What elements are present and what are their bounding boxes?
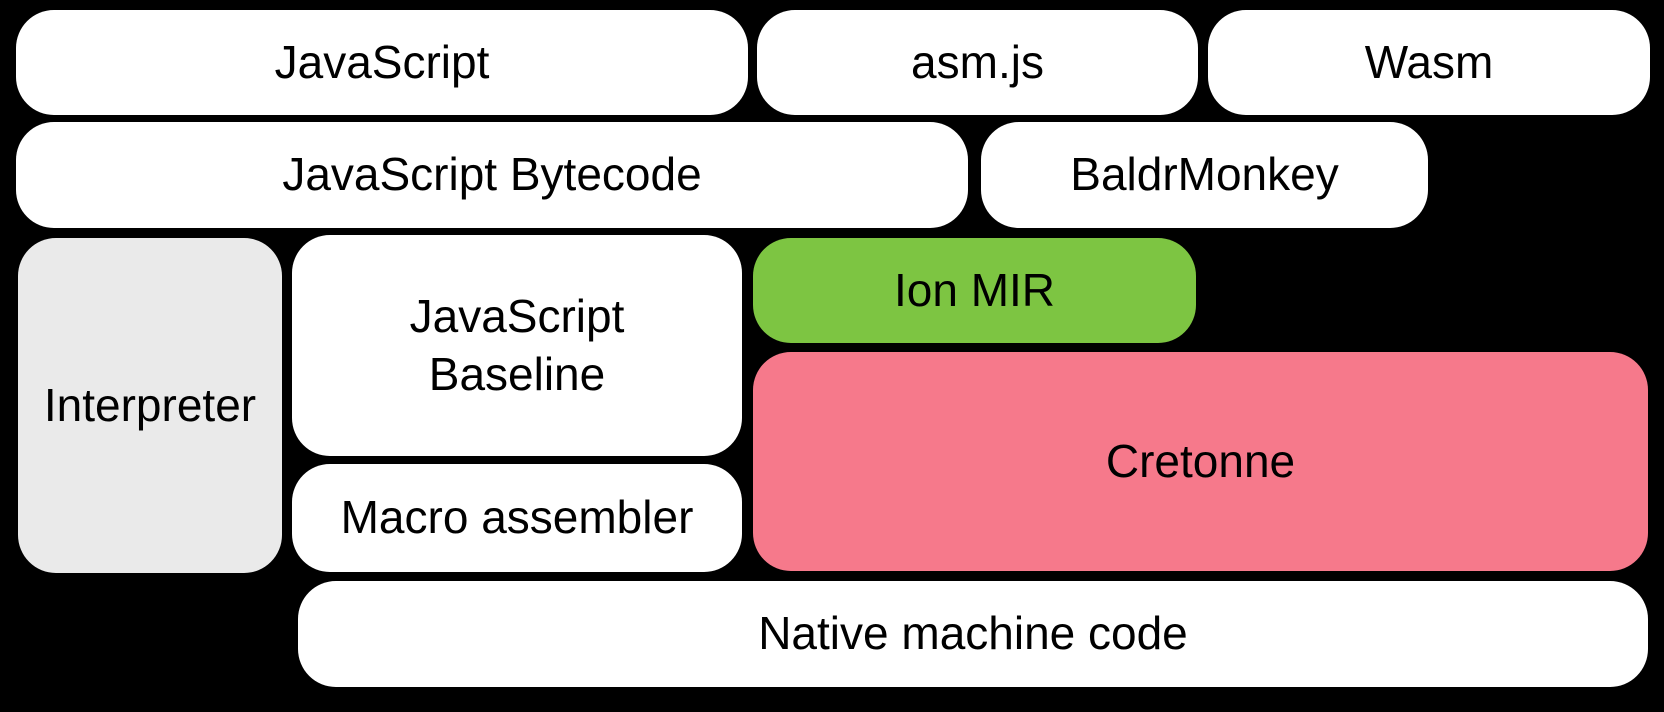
box-native-machine-code: Native machine code bbox=[298, 581, 1648, 687]
box-macro-assembler: Macro assembler bbox=[292, 464, 742, 572]
box-wasm: Wasm bbox=[1208, 10, 1650, 115]
box-javascript-baseline: JavaScript Baseline bbox=[292, 235, 742, 456]
box-javascript-bytecode: JavaScript Bytecode bbox=[16, 122, 968, 228]
box-ion-mir: Ion MIR bbox=[753, 238, 1196, 343]
box-interpreter: Interpreter bbox=[18, 238, 282, 573]
box-asm-js: asm.js bbox=[757, 10, 1198, 115]
box-baldrmonkey: BaldrMonkey bbox=[981, 122, 1428, 228]
box-javascript: JavaScript bbox=[16, 10, 748, 115]
box-cretonne: Cretonne bbox=[753, 352, 1648, 571]
